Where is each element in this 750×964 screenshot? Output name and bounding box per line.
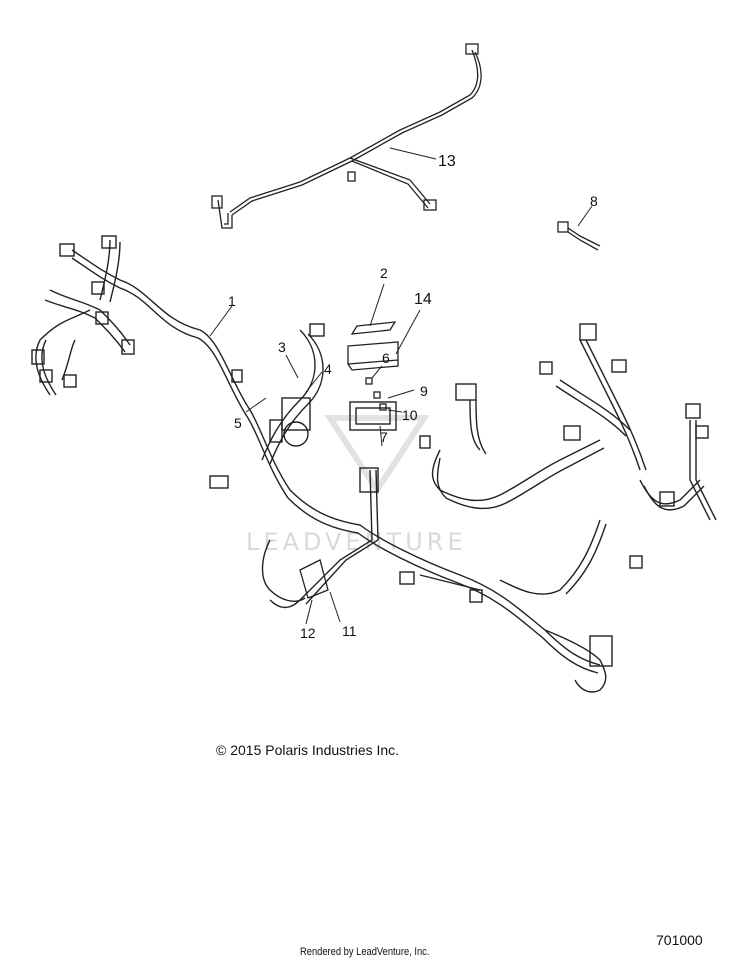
callout-14: 14 — [414, 291, 432, 308]
fuse-cover-parts — [347, 321, 399, 411]
leader-lines — [209, 147, 593, 625]
callout-8: 8 — [590, 193, 598, 209]
callout-6: 6 — [382, 350, 390, 366]
callout-4: 4 — [324, 361, 332, 377]
callout-1: 1 — [228, 293, 236, 309]
watermark: LEADVENTURE — [246, 415, 463, 556]
callout-3: 3 — [278, 339, 286, 355]
copyright-text: © 2015 Polaris Industries Inc. — [216, 742, 400, 758]
rendered-by-text: Rendered by LeadVenture, Inc. — [300, 946, 430, 958]
part-8 — [557, 221, 601, 251]
callout-2: 2 — [380, 265, 388, 281]
part-12 — [299, 559, 329, 599]
figure-number: 701000 — [656, 932, 703, 948]
callout-10: 10 — [402, 407, 418, 423]
harness-13 — [211, 43, 482, 229]
callout-9: 9 — [420, 383, 428, 399]
callout-12: 12 — [300, 625, 316, 641]
harness-1 — [31, 235, 717, 693]
callout-13: 13 — [438, 153, 456, 170]
callout-5: 5 — [234, 415, 242, 431]
callout-7: 7 — [380, 429, 388, 445]
callout-labels: 1 2 3 4 5 6 7 8 9 10 11 12 13 14 — [228, 153, 598, 641]
callout-11: 11 — [342, 623, 357, 639]
